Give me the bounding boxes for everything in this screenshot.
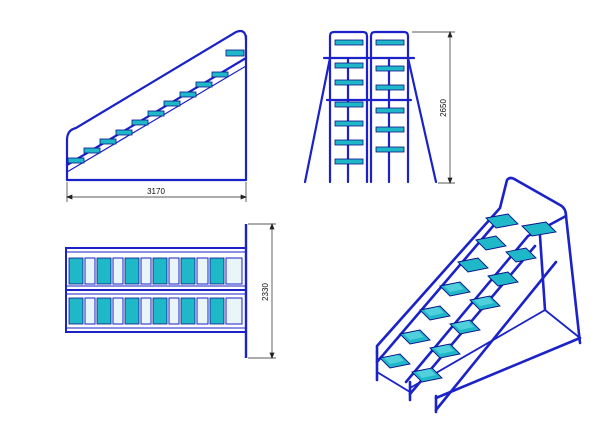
plan-step bbox=[96, 297, 112, 325]
front-step bbox=[375, 146, 405, 153]
side-step bbox=[179, 91, 197, 98]
front-right-top-rail bbox=[369, 30, 410, 60]
front-step bbox=[334, 120, 364, 127]
front-step bbox=[334, 101, 364, 108]
front-elevation-view: 2650 bbox=[303, 30, 455, 184]
plan-step bbox=[180, 257, 196, 285]
front-step bbox=[334, 139, 364, 146]
side-length-label: 3170 bbox=[147, 187, 165, 196]
side-step bbox=[147, 110, 165, 117]
side-step bbox=[83, 147, 101, 154]
front-step bbox=[334, 158, 364, 165]
front-step bbox=[375, 65, 405, 72]
side-step bbox=[131, 119, 149, 126]
side-step bbox=[67, 157, 85, 164]
plan-step bbox=[152, 297, 168, 325]
front-height-label: 2650 bbox=[439, 99, 448, 117]
front-dimension bbox=[412, 31, 455, 184]
side-handrail bbox=[65, 29, 248, 142]
plan-step bbox=[180, 297, 196, 325]
iso-step bbox=[457, 257, 489, 273]
side-step bbox=[115, 129, 133, 136]
isometric-view bbox=[375, 176, 582, 414]
front-step bbox=[375, 107, 405, 114]
top-plan-view: 2330 bbox=[65, 223, 276, 359]
plan-step bbox=[96, 257, 112, 285]
plan-step bbox=[209, 297, 225, 325]
front-step bbox=[375, 84, 405, 91]
front-left-leg bbox=[303, 56, 332, 184]
plan-steps bbox=[68, 257, 225, 325]
iso-back-leg bbox=[538, 234, 547, 312]
front-step bbox=[375, 39, 405, 46]
side-dimension bbox=[66, 182, 247, 202]
side-step bbox=[99, 138, 117, 145]
side-elevation-view: 3170 bbox=[65, 29, 248, 202]
plan-depth-label: 2330 bbox=[261, 283, 270, 301]
plan-dimension bbox=[248, 223, 276, 359]
front-step bbox=[334, 62, 364, 69]
side-top-platform bbox=[225, 49, 245, 57]
iso-step bbox=[505, 247, 537, 263]
plan-step bbox=[152, 257, 168, 285]
front-right-leg bbox=[406, 56, 438, 184]
front-left-top-rail bbox=[328, 30, 369, 60]
plan-step bbox=[124, 297, 140, 325]
iso-base-brace bbox=[434, 336, 582, 400]
side-step bbox=[211, 71, 229, 78]
front-steps-left bbox=[334, 39, 364, 165]
iso-back-leg bbox=[564, 214, 582, 345]
front-step bbox=[375, 126, 405, 133]
side-step bbox=[195, 81, 213, 88]
iso-step bbox=[475, 235, 507, 251]
iso-stringer-right bbox=[434, 260, 558, 412]
iso-handrail-left bbox=[375, 176, 568, 354]
iso-step bbox=[487, 271, 519, 287]
side-inner-stringer bbox=[66, 65, 247, 173]
front-step bbox=[334, 79, 364, 86]
front-steps-right bbox=[375, 39, 405, 153]
side-steps bbox=[67, 49, 245, 164]
plan-step bbox=[124, 257, 140, 285]
plan-step bbox=[209, 257, 225, 285]
iso-step bbox=[521, 221, 557, 237]
iso-step bbox=[485, 213, 519, 229]
plan-step bbox=[68, 257, 84, 285]
front-step bbox=[334, 39, 364, 46]
plan-step bbox=[68, 297, 84, 325]
side-step bbox=[163, 100, 181, 107]
plan-openings bbox=[84, 257, 243, 325]
